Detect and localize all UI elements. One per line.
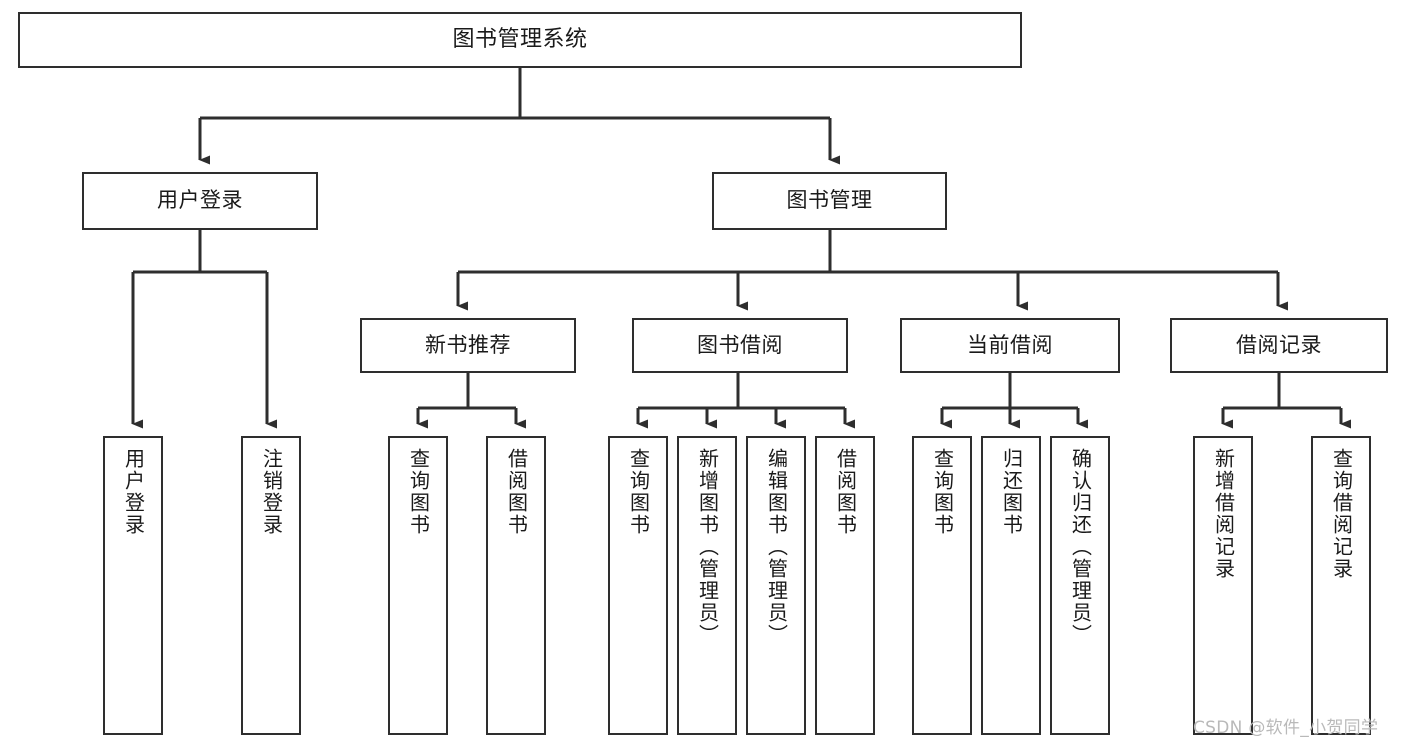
node-book-management[interactable]: 图书管理	[712, 172, 947, 230]
node-label: 借阅图书	[833, 448, 858, 536]
leaf-user-login-login[interactable]: 用户登录	[103, 436, 163, 735]
node-label: 图书管理系统	[452, 26, 588, 52]
node-label: 查询图书	[930, 448, 955, 536]
node-label: 用户登录	[121, 448, 146, 536]
leaf-new-book-borrow[interactable]: 借阅图书	[486, 436, 546, 735]
leaf-current-query-book[interactable]: 查询图书	[912, 436, 972, 735]
leaf-new-book-query[interactable]: 查询图书	[388, 436, 448, 735]
node-label: 新增借阅记录	[1211, 448, 1236, 580]
csdn-watermark: CSDN @软件_小贺同学	[1193, 718, 1379, 738]
node-label: 图书管理	[786, 188, 873, 213]
leaf-current-confirm-return-admin[interactable]: 确认归还（管理员）	[1050, 436, 1110, 735]
leaf-user-login-logout[interactable]: 注销登录	[241, 436, 301, 735]
node-label: 用户登录	[157, 188, 243, 213]
node-label: 注销登录	[259, 448, 284, 536]
leaf-borrow-edit-book-admin[interactable]: 编辑图书（管理员）	[746, 436, 806, 735]
node-label: 确认归还（管理员）	[1068, 448, 1093, 646]
node-label: 当前借阅	[967, 332, 1053, 357]
node-new-book-recommend[interactable]: 新书推荐	[360, 318, 576, 373]
node-label: 查询借阅记录	[1329, 448, 1354, 580]
node-book-borrow[interactable]: 图书借阅	[632, 318, 848, 373]
leaf-borrow-add-book-admin[interactable]: 新增图书（管理员）	[677, 436, 737, 735]
node-user-login[interactable]: 用户登录	[82, 172, 318, 230]
leaf-borrow-query-book[interactable]: 查询图书	[608, 436, 668, 735]
leaf-record-add-record[interactable]: 新增借阅记录	[1193, 436, 1253, 735]
leaf-current-return-book[interactable]: 归还图书	[981, 436, 1041, 735]
leaf-borrow-borrow-book[interactable]: 借阅图书	[815, 436, 875, 735]
node-current-borrow[interactable]: 当前借阅	[900, 318, 1120, 373]
leaf-record-query-record[interactable]: 查询借阅记录	[1311, 436, 1371, 735]
node-label: 查询图书	[626, 448, 651, 536]
node-label: 编辑图书（管理员）	[764, 448, 789, 646]
node-label: 新书推荐	[425, 332, 511, 357]
node-label: 新增图书（管理员）	[695, 448, 720, 646]
node-label: 借阅图书	[504, 448, 529, 536]
node-label: 归还图书	[999, 448, 1024, 536]
node-label: 借阅记录	[1236, 332, 1322, 357]
node-label: 查询图书	[406, 448, 431, 536]
node-label: 图书借阅	[697, 332, 783, 357]
node-borrow-record[interactable]: 借阅记录	[1170, 318, 1388, 373]
node-root-book-management-system[interactable]: 图书管理系统	[18, 12, 1022, 68]
